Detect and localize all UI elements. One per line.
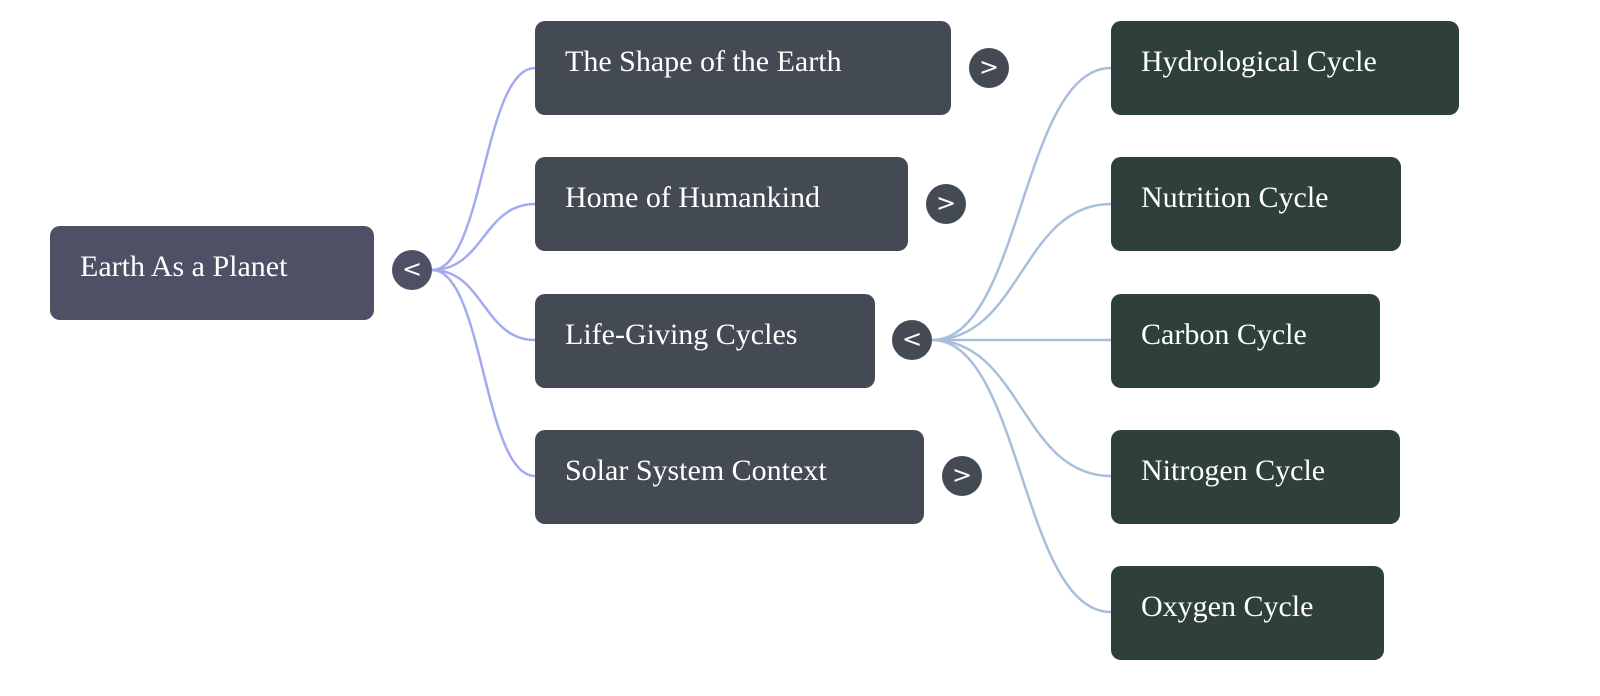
- expand-toggle-shape-of-earth[interactable]: >: [969, 48, 1009, 88]
- node-nutrition-cycle[interactable]: Nutrition Cycle: [1111, 157, 1401, 251]
- node-shape-of-earth[interactable]: The Shape of the Earth: [535, 21, 951, 115]
- root-node[interactable]: Earth As a Planet: [50, 226, 374, 320]
- node-hydrological-cycle[interactable]: Hydrological Cycle: [1111, 21, 1459, 115]
- edge-cycles-to-child-0: [931, 66, 1112, 342]
- node-carbon-cycle[interactable]: Carbon Cycle: [1111, 294, 1380, 388]
- edge-cycles-to-child-3: [931, 338, 1112, 478]
- node-life-giving-cycles[interactable]: Life-Giving Cycles: [535, 294, 875, 388]
- edge-cycles-to-child-1: [931, 202, 1112, 342]
- edge-root-to-child-1: [431, 202, 536, 272]
- node-nitrogen-cycle[interactable]: Nitrogen Cycle: [1111, 430, 1400, 524]
- node-home-of-humankind[interactable]: Home of Humankind: [535, 157, 908, 251]
- node-solar-system-context[interactable]: Solar System Context: [535, 430, 924, 524]
- edge-cycles-to-child-4: [931, 338, 1112, 614]
- edge-root-to-child-2: [431, 268, 536, 342]
- expand-toggle-home-of-humankind[interactable]: >: [926, 184, 966, 224]
- collapse-toggle-root[interactable]: <: [392, 250, 432, 290]
- node-oxygen-cycle[interactable]: Oxygen Cycle: [1111, 566, 1384, 660]
- collapse-toggle-life-giving-cycles[interactable]: <: [892, 320, 932, 360]
- edge-root-to-child-3: [431, 268, 536, 478]
- edge-root-to-child-0: [431, 66, 536, 272]
- expand-toggle-solar-system-context[interactable]: >: [942, 456, 982, 496]
